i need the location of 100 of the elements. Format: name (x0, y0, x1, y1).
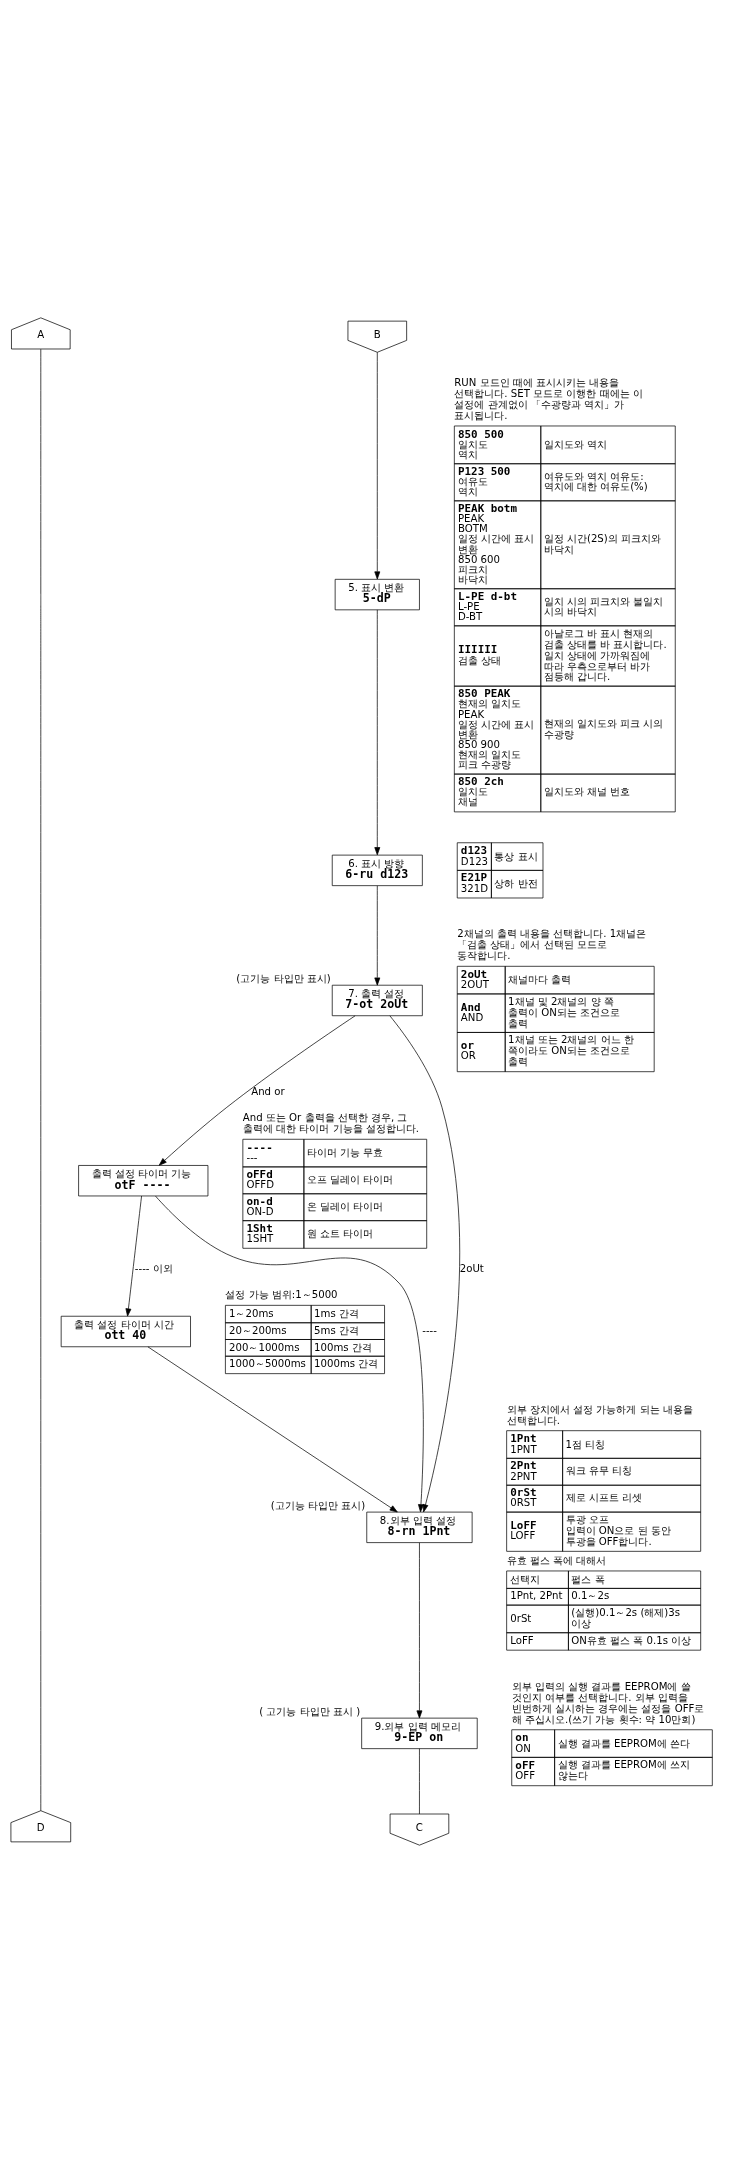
label: OR (460, 1050, 476, 1062)
label: --- (246, 1152, 258, 1164)
label: 850 600 (457, 553, 500, 565)
label: 외부 입력의 실행 결과를 EEPROM에 쓸 것인지 여부를 선택합니다. 외부 입력을 빈번하게 실시하는 경우에는 설정을 OFF로 해 주십시오.(쓰기 가능 횟수: 약 10만회) (511, 1680, 705, 1725)
label: 2OUT (460, 979, 489, 991)
label: 실행 결과를 EEPROM에 쓴다 (557, 1737, 690, 1749)
label: 피크치 (457, 563, 488, 575)
label: 1채널 및 2채널의 양 쪽 출력이 ON되는 조건으로 출력 (508, 995, 621, 1029)
label: 1～20ms (229, 1308, 274, 1320)
label: 투광 오프 (565, 1514, 609, 1526)
label: E21P (460, 871, 488, 885)
label: And (460, 1000, 481, 1014)
label: 1점 티칭 (565, 1438, 606, 1450)
label: 워크 유무 티칭 (565, 1465, 632, 1477)
label: 여유도와 역치 여유도: 역치에 대한 여유도(%) (543, 470, 648, 493)
label: 여유도 (457, 475, 488, 487)
label: 1Sht (246, 1221, 273, 1235)
label: 2채널의 출력 내용을 선택합니다. 1채널은 「검출 상태」에서 선택된 모드로 동작합니다. (457, 928, 647, 962)
label: 검출 상태 (457, 654, 502, 666)
label: PEAK (457, 513, 485, 525)
label: 선택지 (510, 1573, 541, 1585)
label: 2oUt (460, 967, 488, 981)
edge-label: And or (251, 1086, 285, 1098)
label: 통상 표시 (494, 850, 538, 862)
label: 일치 시의 피크치와 불일치 시의 바닥치 (543, 595, 664, 618)
label: 원 쇼트 타이머 (306, 1227, 374, 1239)
label: ON-D (246, 1206, 274, 1217)
label: 1SHT (246, 1232, 274, 1244)
label: 피크 수광량 (457, 759, 512, 771)
node-label: ( 고기능 타입만 표시 ) (259, 1706, 361, 1718)
label: 1Pnt (510, 1432, 537, 1446)
label: 850 900 (457, 739, 500, 751)
label: 설정 가능 범위:1～5000 (225, 1289, 338, 1301)
label: 1000ms 간격 (314, 1358, 379, 1370)
label: 역치 (457, 486, 478, 498)
label: 일정 시간(2S)의 피크치와 바닥치 (543, 533, 662, 555)
node-label: (고기능 타입만 표시) (236, 973, 331, 985)
label: 850 2ch (457, 774, 504, 788)
label: 현재의 일치도 (457, 698, 522, 710)
label: BOTM (457, 523, 488, 535)
label: 상하 반전 (494, 877, 538, 889)
label: D-BT (457, 611, 483, 623)
label: 5ms 간격 (314, 1324, 359, 1336)
label: 321D (460, 882, 489, 894)
label: OFFD (246, 1179, 274, 1191)
label: 일정 시간에 표시 변환 (457, 718, 535, 740)
label: 일치도 (457, 786, 488, 798)
label: (실행)0.1～2s (해제)3s 이상 (571, 1607, 681, 1630)
label: PEAK (457, 708, 485, 720)
label: oFF (515, 1758, 536, 1772)
label: 850 500 (457, 427, 504, 441)
label: AND (460, 1011, 484, 1023)
label: L-PE d-bt (457, 589, 517, 603)
label: 아날로그 바 표시 현재의 검출 상태를 바 표시합니다. 일치 상태에 가까워짐에 따라 우측으로부터 바가 점등해 갑니다. (543, 627, 667, 683)
label: OFF (515, 1769, 536, 1781)
label: 1PNT (510, 1443, 537, 1455)
label: 일치도와 채널 번호 (543, 786, 631, 798)
label: oFFd (246, 1167, 273, 1181)
label: 2Pnt (510, 1459, 537, 1473)
label: 0RST (510, 1497, 537, 1509)
label: LoFF (510, 1518, 537, 1532)
label: 1000～5000ms (229, 1358, 306, 1370)
label: 200～1000ms (229, 1341, 300, 1353)
label: 일치도 (457, 438, 488, 450)
label: 채널 (457, 796, 478, 808)
label: 입력이 ON으로 된 동안 투광을 OFF합니다. (565, 1525, 671, 1547)
label: 일정 시간에 표시 변환 (457, 533, 535, 555)
label: P123 500 (457, 464, 511, 478)
edge-label: ---- 이외 (134, 1262, 173, 1274)
label: And 또는 Or 출력을 선택한 경우, 그 출력에 대한 타이머 기능을 설정합니다. (242, 1112, 419, 1135)
label: 온 딜레이 타이머 (306, 1200, 384, 1212)
label: 일치도와 역치 (543, 438, 607, 450)
label: PEAK botm (457, 501, 517, 515)
label: 1채널 또는 2채널의 어느 한 쪽이라도 ON되는 조건으로 출력 (508, 1034, 634, 1068)
label: IIIIII (457, 643, 498, 657)
label: D123 (460, 855, 489, 867)
label: 역치 (457, 449, 478, 461)
label: L-PE (457, 600, 480, 612)
label: 1ms 간격 (314, 1308, 359, 1320)
label: 펄스 폭 (571, 1573, 605, 1585)
edge-label: 2oUt (459, 1262, 484, 1274)
label: 바닥치 (457, 574, 488, 586)
label: 2PNT (510, 1470, 537, 1482)
label: RUN 모드인 때에 표시시키는 내용을 선택합니다. SET 모드로 이행한 때에는 이 설정에 관계없이 「수광량과 역치」가 표시됩니다. (454, 377, 643, 421)
label: 제로 시프트 리셋 (565, 1492, 642, 1504)
label: ON유효 펄스 폭 0.1s 이상 (571, 1634, 692, 1646)
label: 현재의 일치도 (457, 749, 522, 761)
label: 오프 딜레이 타이머 (306, 1174, 394, 1186)
label: 1Pnt, 2Pnt (510, 1590, 563, 1602)
label: LoFF (510, 1634, 534, 1646)
label: LOFF (510, 1530, 536, 1542)
label: d123 (460, 844, 488, 858)
label: 현재의 일치도와 피크 시의 수광량 (543, 718, 664, 741)
label: on (515, 1731, 529, 1745)
label: 0.1～2s (571, 1590, 610, 1602)
label: 100ms 간격 (314, 1341, 372, 1353)
label: on-d (246, 1194, 273, 1208)
label: 0rSt (510, 1612, 532, 1624)
label: 유효 펄스 폭에 대해서 (506, 1554, 607, 1566)
label: 채널마다 출력 (508, 974, 572, 986)
